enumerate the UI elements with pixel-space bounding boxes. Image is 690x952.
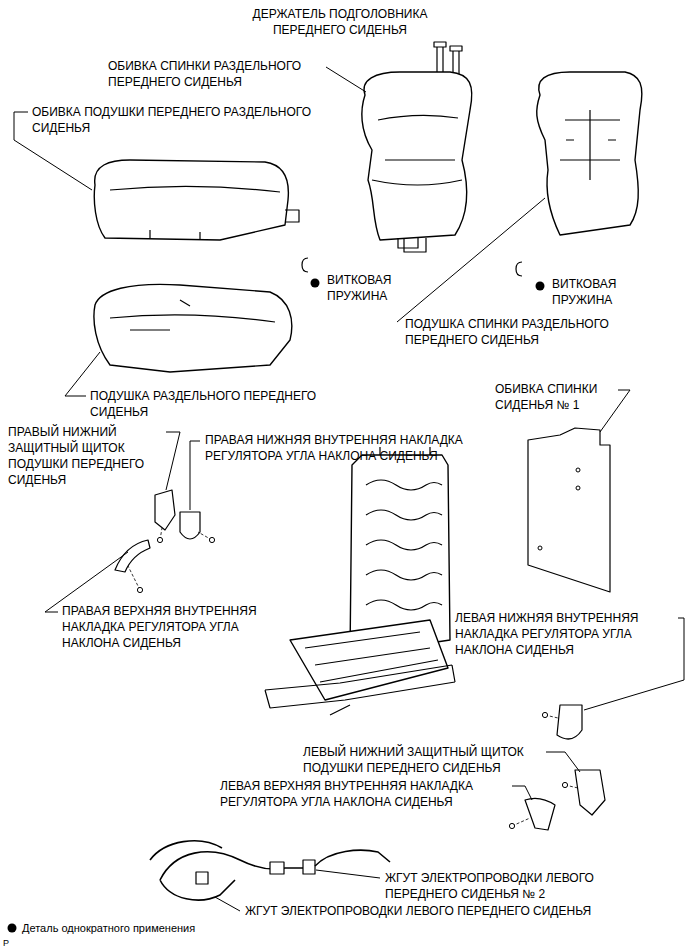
seam [372,115,462,185]
part-label: ЛЕВАЯ ВЕРХНЯЯ ВНУТРЕННЯЯ НАКЛАДКА РЕГУЛЯ… [220,778,508,810]
cushion-cover [94,160,288,240]
inner-cover [557,705,582,739]
coil-spring [516,262,522,276]
part-label-box: ЖГУТ ЭЛЕКТРОПРОВОДКИ ЛЕВОГО ПЕРЕДНЕГО СИ… [245,903,685,919]
part-label: ВИТКОВАЯ ПРУЖИНА [327,272,409,304]
screw [562,782,567,787]
screw [157,537,162,542]
part-label-box: ДЕРЖАТЕЛЬ ПОДГОЛОВНИКА ПЕРЕДНЕГО СИДЕНЬЯ [230,6,450,38]
part-label: ЛЕВЫЙ НИЖНИЙ ЗАЩИТНЫЙ ЩИТОК ПОДУШКИ ПЕРЕ… [303,744,543,776]
seat-rail [265,665,455,715]
part-label-box: ВИТКОВАЯ ПРУЖИНА [327,272,409,304]
seatback-cover [362,72,472,240]
part-label-box: ОБИВКА СПИНКИ СИДЕНЬЯ № 1 [495,381,615,413]
back-board [528,428,610,592]
seam [110,300,275,330]
leader-line [326,67,366,92]
part-label: P [3,937,23,949]
part-label: ОБИВКА СПИНКИ СИДЕНЬЯ № 1 [495,381,615,413]
part-label-box: ЛЕВАЯ ВЕРХНЯЯ ВНУТРЕННЯЯ НАКЛАДКА РЕГУЛЯ… [220,778,508,810]
leader-line [215,897,240,911]
part-label: ОБИВКА СПИНКИ РАЗДЕЛЬНОГО ПЕРЕДНЕГО СИДЕ… [108,58,338,90]
tab [285,210,299,222]
legend-text: Деталь однократного применения [22,920,422,936]
wire-harness [315,850,390,866]
leader-line [546,752,580,772]
seatback-pad [537,72,642,235]
part-label-box: ЖГУТ ЭЛЕКТРОПРОВОДКИ ЛЕВОГО ПЕРЕДНЕГО СИ… [385,870,635,902]
part-label: ПОДУШКА РАЗДЕЛЬНОГО ПЕРЕДНЕГО СИДЕНЬЯ [90,388,350,420]
leader-line [600,390,630,432]
legend-entry: Деталь однократного применения [22,920,422,936]
coil-spring [302,258,308,272]
seam [560,110,620,180]
hook [398,238,426,252]
part-label: ЛЕВАЯ НИЖНЯЯ ВНУТРЕННЯЯ НАКЛАДКА РЕГУЛЯТ… [455,610,673,658]
part-label-box: ПОДУШКА СПИНКИ РАЗДЕЛЬНОГО ПЕРЕДНЕГО СИД… [405,316,645,348]
part-label-box: ЛЕВАЯ НИЖНЯЯ ВНУТРЕННЯЯ НАКЛАДКА РЕГУЛЯТ… [455,610,673,658]
part-label: ЖГУТ ЭЛЕКТРОПРОВОДКИ ЛЕВОГО ПЕРЕДНЕГО СИ… [245,903,685,919]
leader-line [316,870,380,878]
part-label-box: ОБИВКА СПИНКИ РАЗДЕЛЬНОГО ПЕРЕДНЕГО СИДЕ… [108,58,338,90]
screw [542,712,547,717]
part-label-box: ПРАВЫЙ НИЖНИЙ ЗАЩИТНЫЙ ЩИТОК ПОДУШКИ ПЕР… [8,424,163,488]
single-use-mark [8,924,17,933]
part-label: ОБИВКА ПОДУШКИ ПЕРЕДНЕГО РАЗДЕЛЬНОГО СИД… [32,104,352,136]
screw [509,823,514,828]
hole [576,468,580,472]
leader-line [397,198,545,322]
inner-cover [115,540,150,572]
part-label: ПРАВАЯ НИЖНЯЯ ВНУТРЕННЯЯ НАКЛАДКА РЕГУЛЯ… [205,432,510,464]
lower-shield [575,770,605,815]
part-label: ПРАВАЯ ВЕРХНЯЯ ВНУТРЕННЯЯ НАКЛАДКА РЕГУЛ… [62,603,272,651]
part-label: ЖГУТ ЭЛЕКТРОПРОВОДКИ ЛЕВОГО ПЕРЕДНЕГО СИ… [385,870,635,902]
leader-line [166,432,180,490]
part-label: ВИТКОВАЯ ПРУЖИНА [552,276,634,308]
connector [196,860,315,884]
leader-line [190,441,200,510]
part-label-box: ВИТКОВАЯ ПРУЖИНА [552,276,634,308]
lower-shield [155,490,175,530]
seat-frame [290,620,448,700]
part-label: ПРАВЫЙ НИЖНИЙ ЗАЩИТНЫЙ ЩИТОК ПОДУШКИ ПЕР… [8,424,163,488]
single-use-mark [311,279,320,288]
seat-spring [366,480,442,610]
part-label-box: P [3,937,23,949]
part-label-box: ПРАВАЯ НИЖНЯЯ ВНУТРЕННЯЯ НАКЛАДКА РЕГУЛЯ… [205,432,510,464]
seat-frame [305,632,438,682]
inner-cover [180,512,200,539]
screw [209,537,214,542]
leader-line [512,786,532,800]
part-label: ДЕРЖАТЕЛЬ ПОДГОЛОВНИКА ПЕРЕДНЕГО СИДЕНЬЯ [230,6,450,38]
hole [576,486,580,490]
part-label-box: ПРАВАЯ ВЕРХНЯЯ ВНУТРЕННЯЯ НАКЛАДКА РЕГУЛ… [62,603,272,651]
seam [110,186,280,240]
part-label-box: ЛЕВЫЙ НИЖНИЙ ЗАЩИТНЫЙ ЩИТОК ПОДУШКИ ПЕРЕ… [303,744,543,776]
part-label-box: ПОДУШКА РАЗДЕЛЬНОГО ПЕРЕДНЕГО СИДЕНЬЯ [90,388,350,420]
leader-line [45,552,128,612]
part-label: ПОДУШКА СПИНКИ РАЗДЕЛЬНОГО ПЕРЕДНЕГО СИД… [405,316,645,348]
connection-dash [128,566,140,590]
cushion-pad [94,284,292,372]
screw [137,587,142,592]
part-label-box: ОБИВКА ПОДУШКИ ПЕРЕДНЕГО РАЗДЕЛЬНОГО СИД… [32,104,352,136]
hole [538,546,542,550]
inner-cover [525,798,555,830]
single-use-mark [536,282,545,291]
